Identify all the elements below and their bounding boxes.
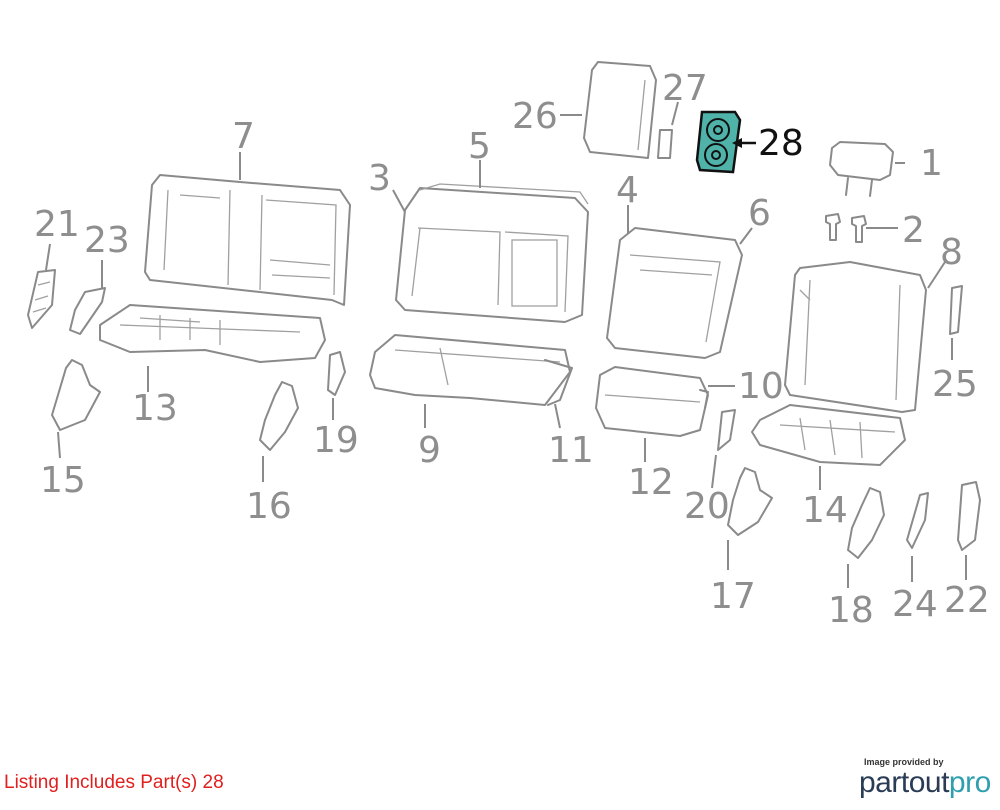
- callout-20: 20: [684, 486, 730, 527]
- part-25-strip: [949, 285, 963, 335]
- callout-24: 24: [892, 584, 938, 625]
- logo-part1: partout: [859, 766, 949, 799]
- part-19-trim: [327, 351, 346, 396]
- part-24-trim: [906, 492, 929, 549]
- callout-12: 12: [628, 462, 674, 503]
- part-10-trim: [699, 389, 709, 409]
- callout-13: 13: [132, 388, 178, 429]
- callout-28: 28: [758, 123, 804, 164]
- part-23-bracket: [69, 287, 106, 335]
- callout-22: 22: [944, 580, 990, 621]
- callout-4: 4: [616, 170, 639, 211]
- callout-9: 9: [418, 430, 441, 471]
- part-5-top-trim: [419, 183, 589, 205]
- callout-3: 3: [368, 158, 391, 199]
- callout-5: 5: [468, 126, 491, 167]
- part-27-bracket: [657, 129, 673, 159]
- part-21-panel: [27, 269, 56, 329]
- callout-25: 25: [932, 364, 978, 405]
- part-16-hinge: [259, 381, 299, 451]
- callout-7: 7: [232, 116, 255, 157]
- logo-part2: pro: [948, 766, 991, 799]
- part-1-headrest: [829, 141, 894, 197]
- part-12-seat-cushion: [595, 366, 709, 437]
- callout-15: 15: [40, 460, 86, 501]
- callout-1: 1: [920, 143, 943, 184]
- callout-21: 21: [34, 204, 80, 245]
- callout-2: 2: [902, 210, 925, 251]
- callout-6: 6: [748, 193, 771, 234]
- callout-17: 17: [710, 576, 756, 617]
- callout-11: 11: [548, 430, 594, 471]
- partoutpro-logo: partoutpro: [859, 766, 991, 800]
- listing-note: Listing Includes Part(s) 28: [4, 772, 224, 793]
- image-credit-caption: Image provided by: [864, 757, 944, 767]
- part-17-hinge: [727, 467, 773, 536]
- part-9-seat-cushion: [369, 334, 571, 406]
- callout-26: 26: [512, 96, 558, 137]
- part-4-seat-back-cushion: [606, 227, 743, 359]
- part-13-seat-cushion-frame: [99, 304, 326, 363]
- part-2-bolts: [825, 213, 867, 243]
- callout-19: 19: [313, 420, 359, 461]
- part-22-trim: [957, 481, 981, 551]
- callout-27: 27: [662, 68, 708, 109]
- part-20-trim: [717, 409, 736, 451]
- callout-14: 14: [802, 490, 848, 531]
- part-15-hinge: [51, 359, 101, 431]
- part-28-cupholder: [695, 110, 742, 174]
- part-7-seat-back-frame: [144, 174, 351, 306]
- part-14-seat-cushion-frame: [751, 404, 906, 466]
- callout-10: 10: [738, 366, 784, 407]
- part-26-panel: [583, 61, 657, 159]
- part-8-seat-back-frame: [784, 261, 927, 413]
- part-18-hinge: [847, 487, 885, 559]
- callout-18: 18: [828, 590, 874, 631]
- leader-lines: [45, 101, 967, 588]
- callout-23: 23: [84, 220, 130, 261]
- callout-labels: 1 2 3 4 5 6 7 8 9 10 11 12 13 14 15 16 1…: [34, 68, 990, 631]
- callout-16: 16: [246, 486, 292, 527]
- callout-8: 8: [940, 232, 963, 273]
- part-11-cushion-trim: [544, 359, 573, 406]
- part-3-seat-back-cushion: [395, 187, 589, 323]
